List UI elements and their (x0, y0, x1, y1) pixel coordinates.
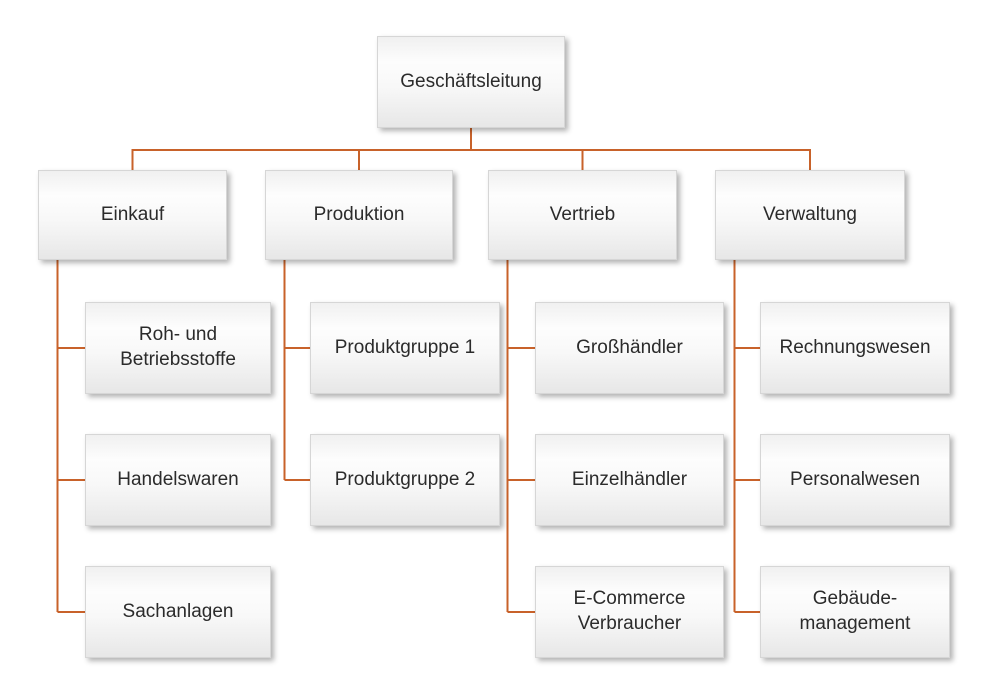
org-node-label: Einzelhändler (571, 468, 688, 490)
org-node-label: Einkauf (100, 203, 165, 225)
org-node-vertrieb: Vertrieb (488, 170, 677, 260)
connector-branch-einkauf (56, 260, 85, 613)
org-node-produktgruppe-2: Produktgruppe 2 (310, 434, 500, 526)
org-node-roh-und-betriebsstoffe: Roh- und Betriebsstoffe (85, 302, 271, 394)
org-node-label: Großhändler (576, 336, 683, 358)
org-node-label: Produktgruppe 2 (334, 468, 476, 490)
org-node-produktgruppe-1: Produktgruppe 1 (310, 302, 500, 394)
org-node-rechnungswesen: Rechnungswesen (760, 302, 950, 394)
connector-branch-produktion (283, 260, 310, 481)
connector-branch-verwaltung (733, 260, 760, 613)
org-node-label: Geschäftsleitung (400, 70, 542, 92)
org-node-label: Rechnungswesen (779, 336, 931, 358)
org-node-label: Roh- und Betriebsstoffe (120, 324, 236, 370)
org-node-geschaeftsleitung: Geschäftsleitung (377, 36, 565, 128)
org-node-label: Verwaltung (762, 203, 857, 225)
org-node-verwaltung: Verwaltung (715, 170, 905, 260)
org-node-label: Produktion (313, 203, 405, 225)
org-node-sachanlagen: Sachanlagen (85, 566, 271, 658)
org-node-label: Personalwesen (790, 468, 920, 490)
org-node-einzelhaendler: Einzelhändler (535, 434, 724, 526)
org-node-personalwesen: Personalwesen (760, 434, 950, 526)
org-node-ecommerce-verbraucher: E-Commerce Verbraucher (535, 566, 724, 658)
org-node-grosshaendler: Großhändler (535, 302, 724, 394)
org-node-label: Handelswaren (117, 468, 239, 490)
org-node-label: E-Commerce Verbraucher (573, 588, 686, 634)
org-node-label: Gebäude- management (799, 588, 911, 634)
connector-branch-vertrieb (506, 260, 535, 613)
org-node-produktion: Produktion (265, 170, 453, 260)
org-node-label: Sachanlagen (122, 600, 234, 622)
org-node-einkauf: Einkauf (38, 170, 227, 260)
org-node-handelswaren: Handelswaren (85, 434, 271, 526)
org-node-label: Vertrieb (549, 203, 616, 225)
org-node-label: Produktgruppe 1 (334, 336, 476, 358)
org-node-gebaeudemanagement: Gebäude- management (760, 566, 950, 658)
